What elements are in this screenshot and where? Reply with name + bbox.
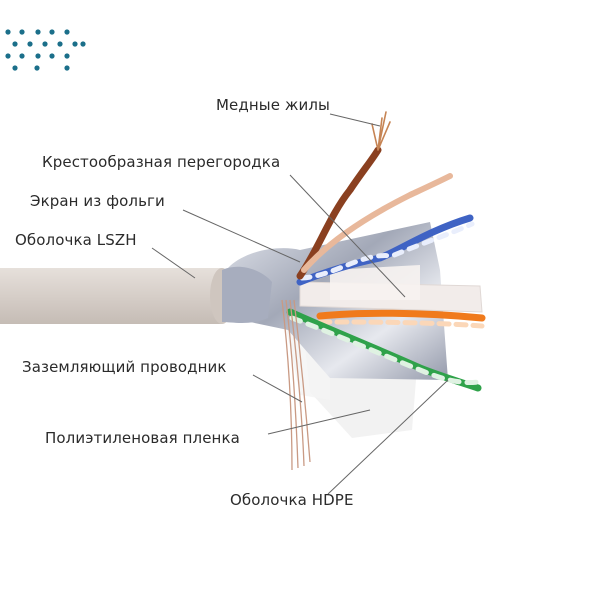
label-drain-wire: Заземляющий проводник [22,358,227,376]
label-polyethylene-film: Полиэтиленовая пленка [45,429,240,447]
green-pair [286,308,482,392]
leader-drain-wire [252,374,303,403]
label-copper-cores: Медные жилы [216,96,330,114]
brown-pair [296,111,453,280]
leader-hdpe-jacket [327,379,449,495]
leader-lszh-jacket [151,247,196,279]
label-hdpe-jacket: Оболочка HDPE [230,491,354,509]
label-foil-screen: Экран из фольги [30,192,165,210]
leader-polyethylene-film [267,409,371,435]
leader-foil-screen [182,209,301,263]
label-cross-separator: Крестообразная перегородка [42,153,281,171]
label-lszh-jacket: Оболочка LSZH [15,231,137,249]
dotted-arrow-logo [5,29,86,71]
leader-lines [151,113,449,495]
leader-cross-separator [289,174,406,298]
drain-wire [281,299,311,471]
cable-jacket [0,268,234,324]
orange-pair [316,309,486,329]
leader-copper-cores [329,113,381,127]
blue-pair [296,214,475,286]
cross-separator [299,265,483,313]
